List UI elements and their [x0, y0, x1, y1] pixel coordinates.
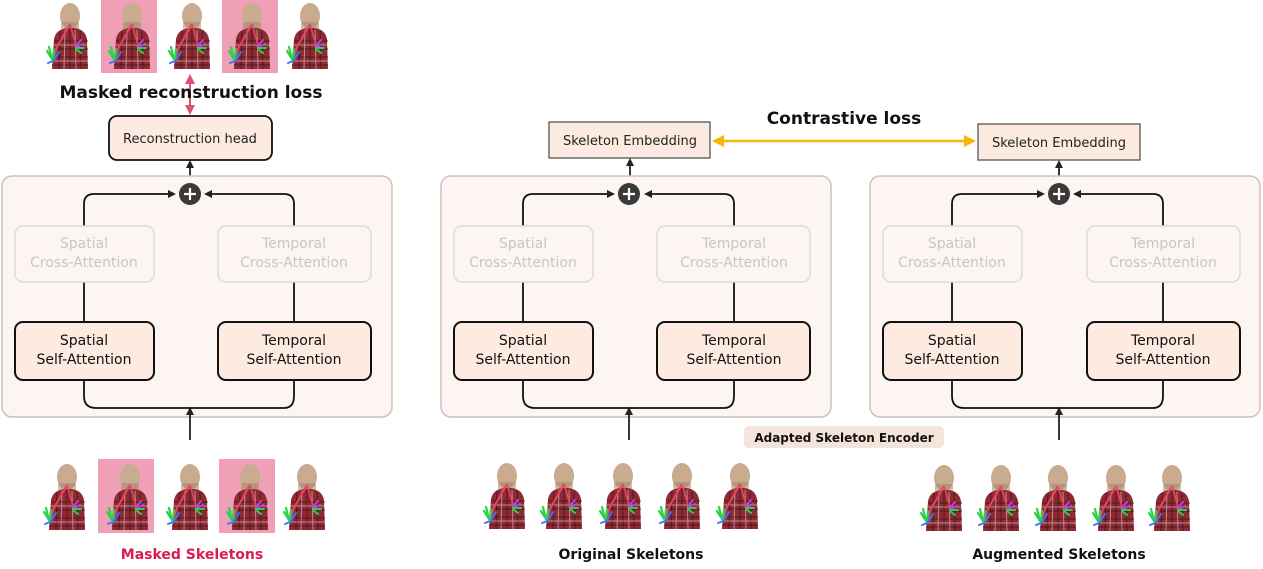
top-connector-left-b: [204, 190, 295, 226]
top-connector-left-a: [83, 190, 176, 226]
spatial-self-attention-line1: Spatial: [499, 333, 547, 349]
spatial-cross-attention-line1: Spatial: [928, 236, 976, 252]
encoder-panel-middle: Spatial Cross-Attention Temporal Cross-A…: [440, 175, 832, 440]
temporal-self-attention-box: [1086, 321, 1241, 381]
top-connector-right-b: [1073, 190, 1164, 226]
spatial-self-attention-line2: Self-Attention: [905, 352, 1000, 368]
bottom-connector-right: [951, 380, 1164, 409]
skeleton-embedding-left-label: Skeleton Embedding: [563, 134, 697, 149]
encoder-panel-left: Spatial Cross-Attention Temporal Cross-A…: [1, 175, 393, 440]
adapted-encoder-badge: [744, 426, 944, 448]
contrastive-loss-title: Contrastive loss: [767, 109, 922, 129]
encoder-panel-right: Spatial Cross-Attention Temporal Cross-A…: [869, 175, 1261, 440]
skeleton-embedding-right-box: [977, 123, 1141, 161]
spatial-self-attention-line1: Spatial: [60, 333, 108, 349]
plus-circle-icon: [1048, 183, 1070, 205]
adapted-encoder-label: Adapted Skeleton Encoder: [754, 431, 933, 445]
skeleton-embedding-right-label: Skeleton Embedding: [992, 136, 1126, 151]
spatial-self-attention-line1: Spatial: [928, 333, 976, 349]
spatial-cross-attention-line2: Cross-Attention: [469, 255, 577, 271]
spatial-cross-attention-line1: Spatial: [499, 236, 547, 252]
temporal-self-attention-line1: Temporal: [701, 333, 766, 349]
bottom-connector-left: [83, 380, 295, 409]
spatial-self-attention-box: [453, 321, 594, 381]
temporal-self-attention-line1: Temporal: [261, 333, 326, 349]
plus-circle-icon: [179, 183, 201, 205]
top-connector-middle-a: [522, 190, 615, 226]
temporal-self-attention-box: [217, 321, 372, 381]
masked-skeletons-label: Masked Skeletons: [121, 547, 263, 563]
temporal-self-attention-line2: Self-Attention: [687, 352, 782, 368]
masked-skeletons-top: [45, 0, 330, 73]
augmented-skeletons: [919, 463, 1192, 533]
temporal-cross-attention-line1: Temporal: [1130, 236, 1195, 252]
top-connector-middle-b: [644, 190, 735, 226]
temporal-cross-attention-box: [1086, 225, 1241, 283]
bottom-connector-middle: [522, 380, 735, 409]
spatial-self-attention-box: [14, 321, 155, 381]
spatial-cross-attention-line2: Cross-Attention: [30, 255, 138, 271]
augmented-skeletons-label: Augmented Skeletons: [972, 547, 1145, 563]
top-connector-right-a: [951, 190, 1045, 226]
skeleton-embedding-left-box: [548, 121, 711, 159]
masked-reconstruction-loss-title: Masked reconstruction loss: [60, 83, 323, 103]
temporal-cross-attention-line2: Cross-Attention: [1109, 255, 1217, 271]
temporal-cross-attention-line1: Temporal: [701, 236, 766, 252]
masked-skeletons-bottom: [42, 459, 327, 533]
temporal-self-attention-line1: Temporal: [1130, 333, 1195, 349]
temporal-cross-attention-line2: Cross-Attention: [680, 255, 788, 271]
spatial-self-attention-line2: Self-Attention: [37, 352, 132, 368]
spatial-self-attention-line2: Self-Attention: [476, 352, 571, 368]
plus-circle-icon: [618, 183, 640, 205]
temporal-cross-attention-line1: Temporal: [261, 236, 326, 252]
temporal-cross-attention-line2: Cross-Attention: [240, 255, 348, 271]
temporal-self-attention-line2: Self-Attention: [1116, 352, 1211, 368]
spatial-cross-attention-box: [882, 225, 1023, 283]
spatial-cross-attention-line2: Cross-Attention: [898, 255, 1006, 271]
temporal-self-attention-box: [656, 321, 811, 381]
spatial-cross-attention-line1: Spatial: [60, 236, 108, 252]
spatial-cross-attention-box: [453, 225, 594, 283]
original-skeletons: [482, 461, 760, 531]
reconstruction-head-label: Reconstruction head: [123, 132, 257, 147]
spatial-cross-attention-box: [14, 225, 155, 283]
temporal-cross-attention-box: [656, 225, 811, 283]
spatial-self-attention-box: [882, 321, 1023, 381]
temporal-self-attention-line2: Self-Attention: [247, 352, 342, 368]
original-skeletons-label: Original Skeletons: [559, 547, 704, 563]
temporal-cross-attention-box: [217, 225, 372, 283]
